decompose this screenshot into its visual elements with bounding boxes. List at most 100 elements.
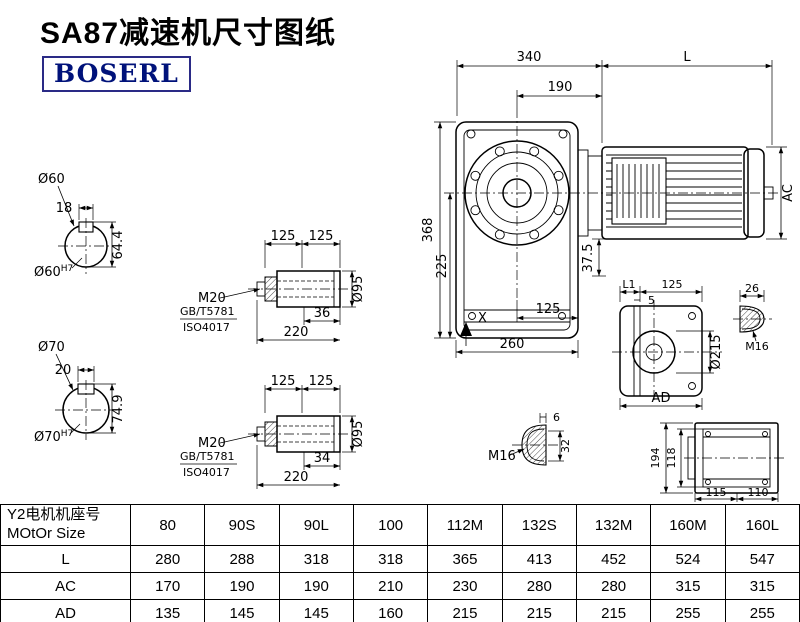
cell: 365 xyxy=(427,545,503,573)
table-header-title: Y2电机机座号 MOtOr Size xyxy=(0,504,131,546)
dim-6: 6 xyxy=(539,411,560,424)
technical-drawing: 340 L 190 368 225 xyxy=(34,50,796,502)
cell: 288 xyxy=(204,545,280,573)
dim-115-110: 115 110 xyxy=(694,486,779,502)
thread-callout-m16-right: M16 xyxy=(745,330,769,353)
dim-26: 26 xyxy=(739,282,765,302)
table-header-cn: Y2电机机座号 xyxy=(7,506,101,524)
svg-text:18: 18 xyxy=(56,201,73,216)
dim-260: 260 xyxy=(455,337,579,358)
thread-callout-m16-mid: M16 xyxy=(488,448,525,464)
bore60-label: Ø60 xyxy=(38,172,65,187)
col-header: 80 xyxy=(129,504,206,546)
dim-l1: L1 125 xyxy=(619,278,703,302)
svg-text:Ø215: Ø215 xyxy=(709,334,724,369)
cell: 524 xyxy=(650,545,726,573)
brand-logo: BOSERL xyxy=(42,56,191,92)
row-label: AD xyxy=(0,599,131,622)
dim-key-depth-70: 74.9 xyxy=(88,383,126,434)
dim-ad: AD xyxy=(619,391,703,410)
dim-190: 190 xyxy=(516,80,602,108)
svg-text:L: L xyxy=(683,50,691,65)
svg-text:32: 32 xyxy=(559,439,572,453)
dim-shaft-a-key: 36 xyxy=(303,306,341,325)
svg-text:Ø95: Ø95 xyxy=(351,421,366,448)
cell: 135 xyxy=(129,599,206,622)
col-header: 132S xyxy=(501,504,577,546)
motor-size-table: Y2电机机座号 MOtOr Size 80 90S 90L 100 112M 1… xyxy=(0,504,800,622)
table-header-en: MOtOr Size xyxy=(7,525,86,542)
shaft-end-mid: 6 32 M16 xyxy=(488,411,572,466)
motor-terminal-box xyxy=(611,157,667,225)
page-title: SA87减速机尺寸图纸 xyxy=(40,17,337,50)
svg-text:6: 6 xyxy=(553,411,560,424)
svg-text:64.4: 64.4 xyxy=(111,231,126,260)
svg-text:L1: L1 xyxy=(622,278,635,291)
svg-text:M16: M16 xyxy=(745,340,769,353)
dim-37-5: 37.5 xyxy=(581,238,606,277)
dim-shaft-b-125s: 125 125 xyxy=(264,374,341,413)
dim-shaft-a-dia: Ø95 xyxy=(342,270,366,308)
rear-view: 194 118 115 110 xyxy=(649,422,784,502)
svg-text:340: 340 xyxy=(517,50,542,65)
cell: 452 xyxy=(575,545,652,573)
col-header: 160M xyxy=(650,504,726,546)
bore70-label: Ø70 xyxy=(38,340,65,355)
svg-text:260: 260 xyxy=(500,337,525,352)
cell: 190 xyxy=(204,572,280,600)
col-header: 132M xyxy=(575,504,652,546)
bore70-section: Ø70 20 74.9 Ø70H7 xyxy=(34,340,126,445)
svg-text:Ø70H7: Ø70H7 xyxy=(34,429,73,445)
main-view: 340 L 190 368 225 xyxy=(421,50,796,358)
dim-key-width-60: 18 xyxy=(56,201,94,220)
dim-194: 194 xyxy=(649,422,693,494)
cell: 230 xyxy=(427,572,503,600)
bore60-callout: Ø60H7 xyxy=(34,257,83,280)
svg-text:37.5: 37.5 xyxy=(581,244,596,273)
svg-text:M20: M20 xyxy=(198,436,226,451)
cell: 315 xyxy=(724,572,800,600)
svg-text:GB/T5781: GB/T5781 xyxy=(180,450,235,463)
bore70-callout: Ø70H7 xyxy=(34,423,81,445)
svg-text:GB/T5781: GB/T5781 xyxy=(180,305,235,318)
dim-shaft-a-125s: 125 125 xyxy=(264,229,341,268)
col-header: 112M xyxy=(427,504,503,546)
svg-text:125: 125 xyxy=(271,374,296,389)
svg-text:X: X xyxy=(478,311,487,326)
svg-text:74.9: 74.9 xyxy=(111,395,126,424)
dim-shaft-b-key: 34 xyxy=(303,451,341,470)
svg-text:ISO4017: ISO4017 xyxy=(183,321,230,334)
col-header: 90S xyxy=(204,504,280,546)
marker-x: X xyxy=(460,311,487,346)
svg-text:125: 125 xyxy=(309,374,334,389)
dim-motor-length: L xyxy=(602,50,773,145)
shaft-a-bolt-callout: M20 GB/T5781 ISO4017 xyxy=(180,288,261,334)
cell: 547 xyxy=(724,545,800,573)
cell: 255 xyxy=(724,599,800,622)
cell: 280 xyxy=(129,545,206,573)
shaft-a-washer xyxy=(264,276,278,302)
dim-225: 225 xyxy=(435,193,453,339)
dim-shaft-a-total: 220 xyxy=(256,300,341,344)
table-header-row: Y2电机机座号 MOtOr Size 80 90S 90L 100 112M 1… xyxy=(0,504,800,546)
row-label: L xyxy=(0,545,131,573)
svg-text:36: 36 xyxy=(314,306,331,321)
cell: 160 xyxy=(352,599,429,622)
side-view-body xyxy=(619,305,703,397)
svg-text:M16: M16 xyxy=(488,449,516,464)
cell: 280 xyxy=(575,572,652,600)
svg-text:190: 190 xyxy=(548,80,573,95)
cell: 318 xyxy=(278,545,354,573)
svg-text:20: 20 xyxy=(55,363,72,378)
dim-340: 340 xyxy=(456,50,603,143)
svg-text:AD: AD xyxy=(652,391,671,406)
col-header: 90L xyxy=(278,504,354,546)
cell: 315 xyxy=(650,572,726,600)
svg-text:Ø60H7: Ø60H7 xyxy=(34,264,73,280)
cell: 280 xyxy=(501,572,577,600)
svg-text:M20: M20 xyxy=(198,291,226,306)
dim-shaft-b-total: 220 xyxy=(256,445,341,489)
svg-text:368: 368 xyxy=(421,218,436,243)
row-label: AC xyxy=(0,572,131,600)
